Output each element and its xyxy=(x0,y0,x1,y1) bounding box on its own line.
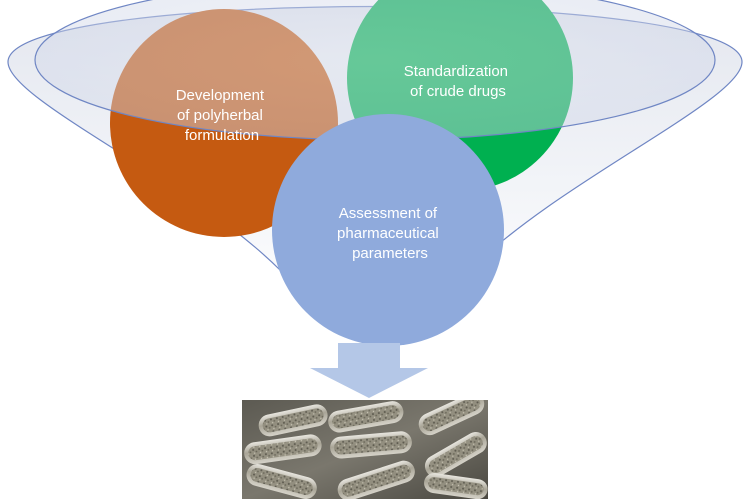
assessment-line-2: pharmaceutical xyxy=(337,225,439,242)
assessment-line-3: parameters xyxy=(352,245,428,262)
assessment-line-1: Assessment of xyxy=(339,205,438,222)
standardization-line-2: of crude drugs xyxy=(410,83,506,100)
standardization-line-1: Standardization xyxy=(404,63,508,80)
development-line-3: formulation xyxy=(185,127,259,144)
down-arrow-icon xyxy=(310,343,428,398)
development-line-1: Development xyxy=(176,87,265,104)
assessment-label: Assessment of pharmaceutical parameters xyxy=(337,205,443,262)
herbal-capsules-image xyxy=(242,389,491,499)
development-label: Development of polyherbal formulation xyxy=(176,87,269,144)
development-line-2: of polyherbal xyxy=(177,107,263,124)
